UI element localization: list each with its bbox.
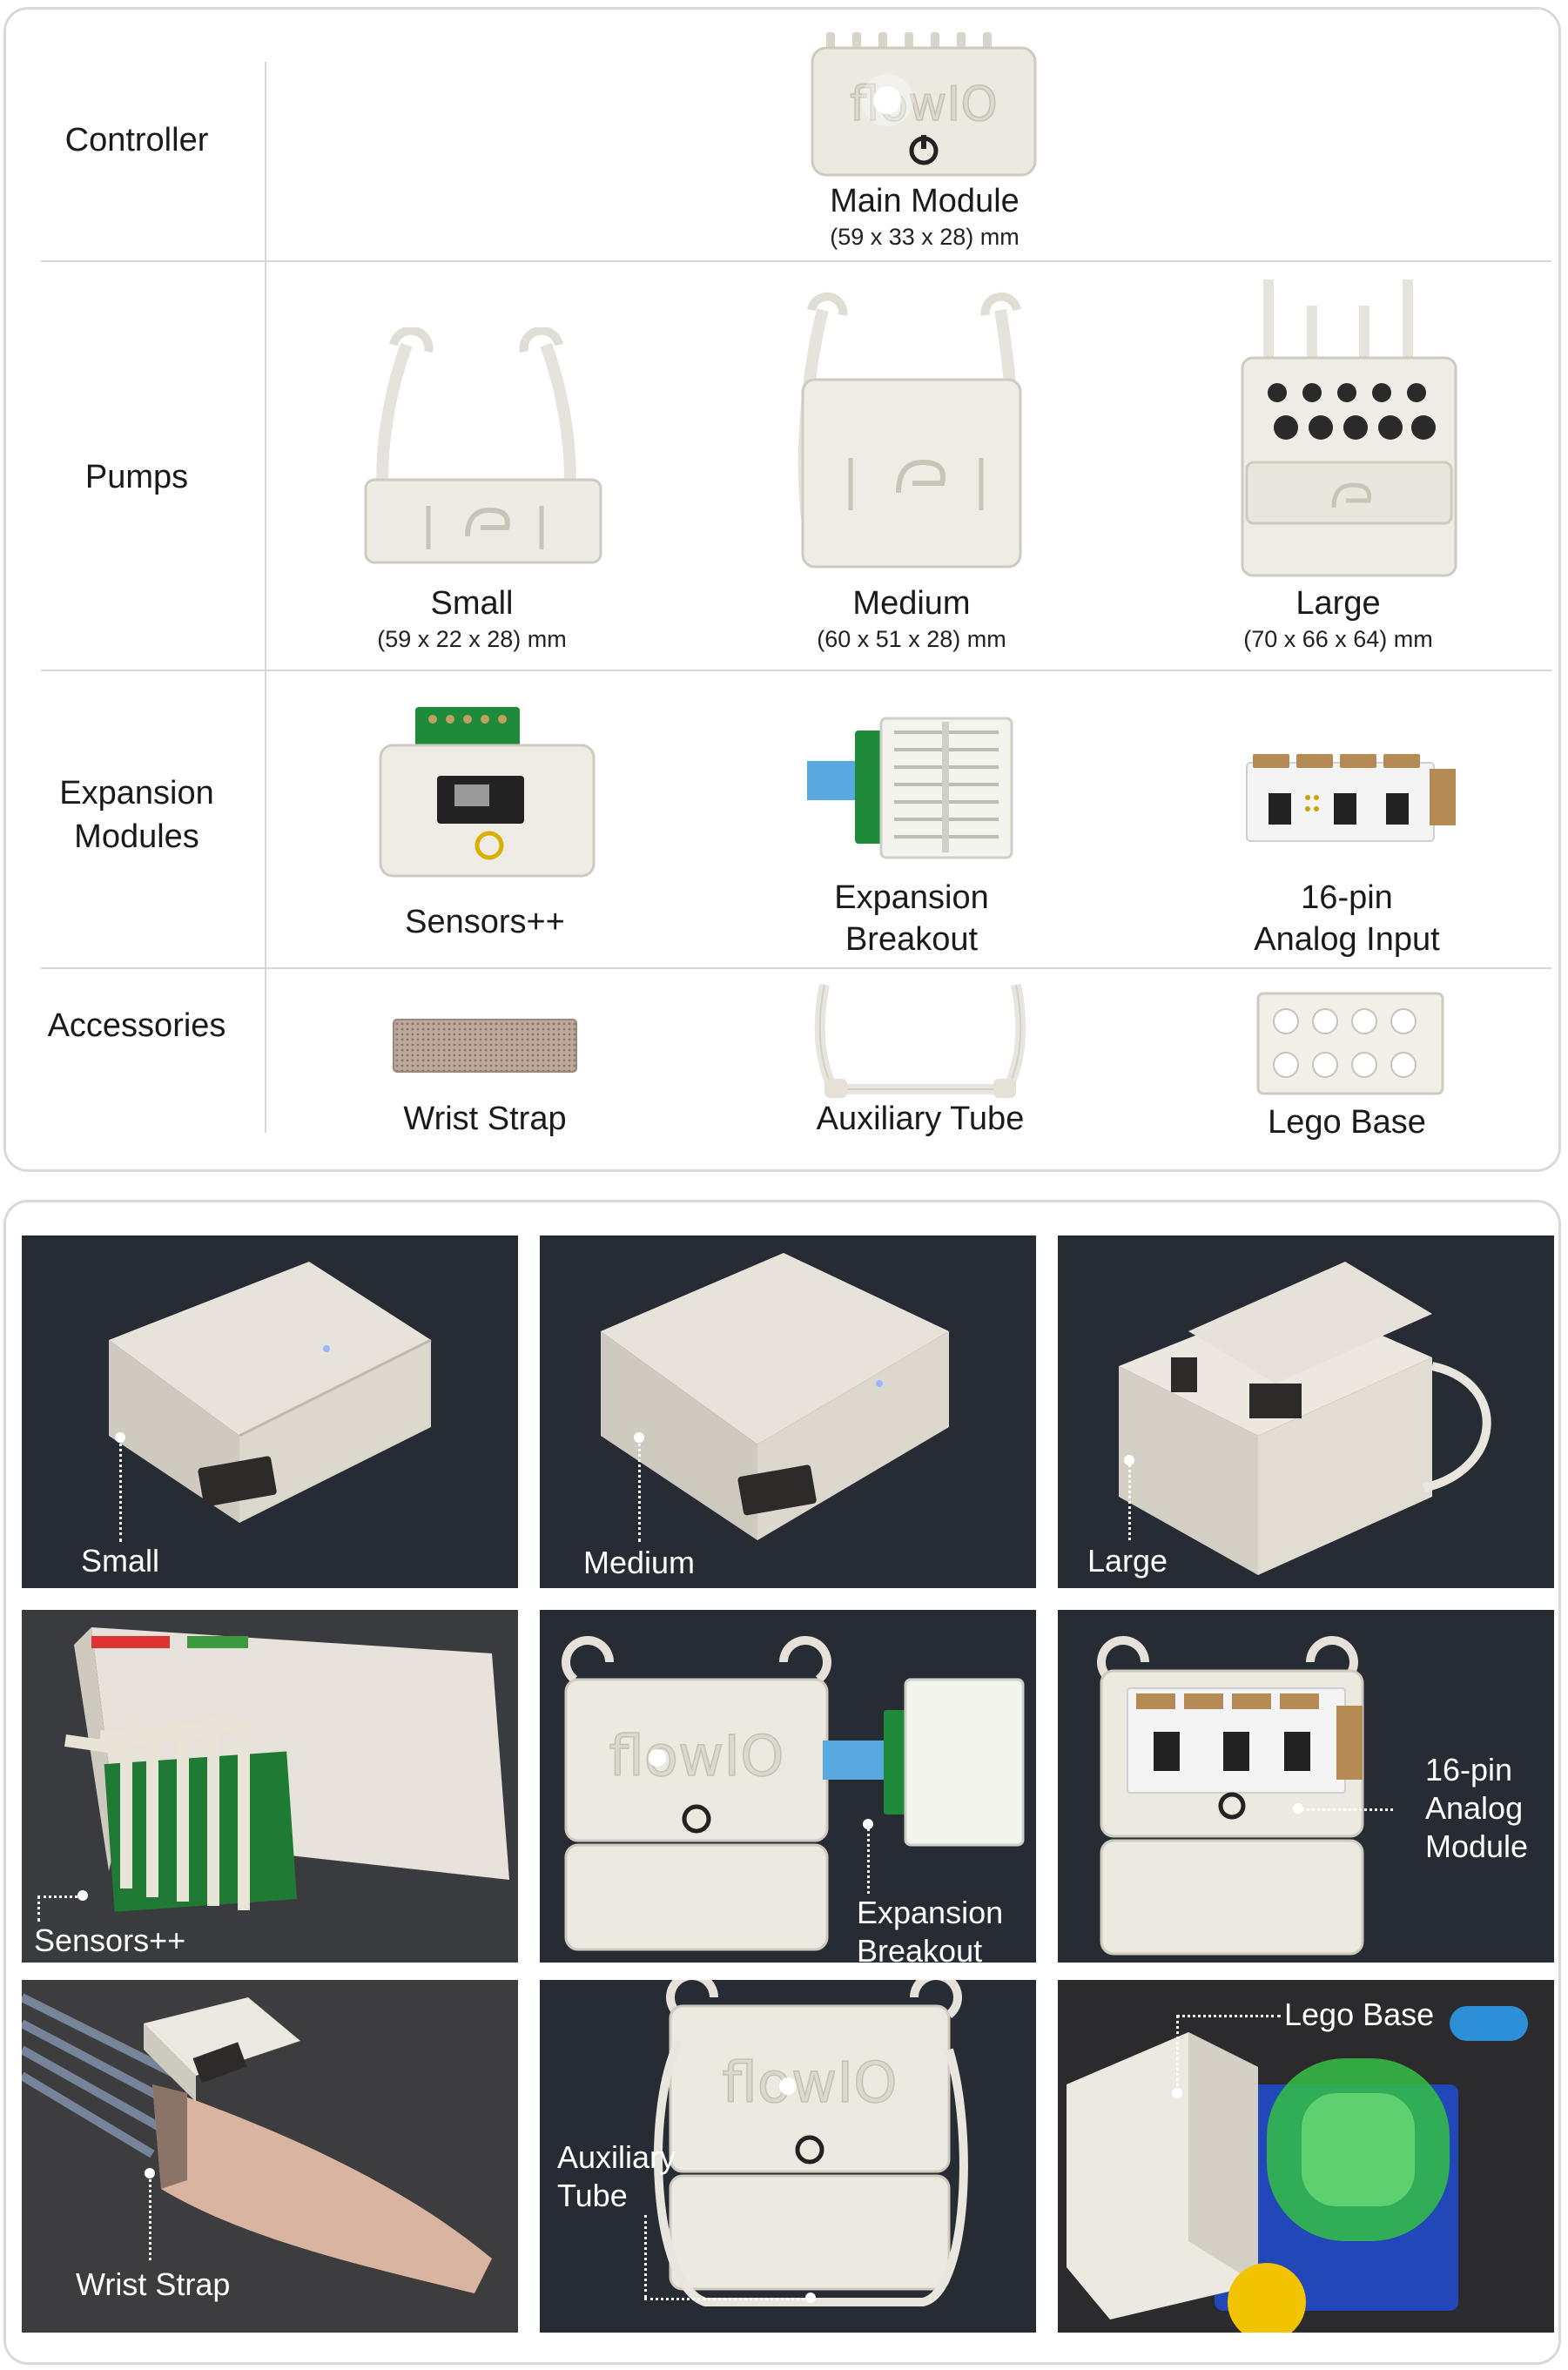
auxiliary-tube-item: Auxiliary Tube xyxy=(755,1098,1086,1140)
caption-dot xyxy=(863,1819,873,1829)
item-name: Lego Base xyxy=(1268,1104,1426,1141)
lego-base-image xyxy=(1256,992,1444,1095)
large-pump-image xyxy=(1241,279,1457,577)
sensors-module-image xyxy=(379,707,596,878)
row-divider xyxy=(41,670,1551,671)
caption-leader xyxy=(37,1895,83,1898)
analog-input-image xyxy=(1246,754,1456,842)
caption-leader xyxy=(638,1437,641,1542)
row-label-controller: Controller xyxy=(64,122,209,158)
row-divider xyxy=(41,967,1551,969)
caption-leader xyxy=(644,2298,810,2300)
item-name-line1: Expansion xyxy=(834,879,989,916)
item-name: Main Module xyxy=(830,183,1020,219)
large-pump-item: Large (70 x 66 x 64) mm xyxy=(1181,582,1495,654)
caption-expansion-breakout: Expansion Breakout xyxy=(857,1895,1004,1963)
photo-wrist-strap: Wrist Strap xyxy=(22,1980,518,2333)
item-name-line2: Breakout xyxy=(845,921,979,958)
medium-pump-item: Medium (60 x 51 x 28) mm xyxy=(755,582,1068,654)
caption-leader xyxy=(37,1895,40,1922)
item-name: Small xyxy=(430,585,514,622)
caption-dot xyxy=(145,2168,155,2178)
svg-text:flowIO: flowIO xyxy=(722,2051,897,2116)
caption-dot xyxy=(805,2293,816,2303)
svg-text:flowIO: flowIO xyxy=(609,1725,784,1789)
item-name: Medium xyxy=(852,585,971,622)
row-label-pumps: Pumps xyxy=(84,459,189,495)
caption-dot xyxy=(634,1432,644,1443)
caption-leader xyxy=(644,2215,647,2298)
item-name: Sensors++ xyxy=(405,904,565,940)
caption-dot xyxy=(77,1890,88,1901)
photo-sensors: Sensors++ xyxy=(22,1610,518,1963)
item-name: Auxiliary Tube xyxy=(816,1101,1025,1137)
caption-dot xyxy=(1124,1455,1134,1465)
item-name-line1: 16-pin xyxy=(1301,879,1393,916)
photo-expansion-breakout: flowIO Expansion Breakout xyxy=(540,1610,1036,1963)
caption-large: Large xyxy=(1087,1543,1168,1579)
caption-leader xyxy=(149,2173,151,2260)
main-module-image: flowIO xyxy=(811,32,1037,177)
component-table: Controller Pumps Expansion Modules Acces… xyxy=(3,7,1561,1172)
caption-dot xyxy=(1293,1803,1303,1814)
item-dims: (60 x 51 x 28) mm xyxy=(817,626,1006,652)
caption-sensors: Sensors++ xyxy=(34,1922,186,1958)
photo-auxiliary-tube: flowIO Auxiliary Tube xyxy=(540,1980,1036,2333)
sensors-item: Sensors++ xyxy=(337,901,633,943)
wrist-strap-item: Wrist Strap xyxy=(337,1098,633,1140)
caption-medium: Medium xyxy=(583,1545,696,1580)
expansion-breakout-image xyxy=(807,717,1013,859)
caption-analog-module: 16-pin Analog Module xyxy=(1425,1752,1529,1864)
caption-leader xyxy=(1128,1460,1131,1540)
caption-lego-base: Lego Base xyxy=(1284,1996,1435,2032)
photo-large-pump: Large xyxy=(1058,1235,1554,1588)
photo-medium-pump: Medium xyxy=(540,1235,1036,1588)
item-name: Large xyxy=(1295,585,1381,622)
caption-leader xyxy=(1176,2015,1179,2093)
caption-leader xyxy=(867,1824,870,1894)
auxiliary-tube-image xyxy=(814,983,1026,1098)
photo-grid: Small Medium Large xyxy=(3,1200,1561,2365)
item-dims: (59 x 22 x 28) mm xyxy=(377,626,567,652)
caption-leader xyxy=(1176,2015,1281,2017)
caption-leader xyxy=(119,1437,122,1542)
caption-wrist-strap: Wrist Strap xyxy=(76,2266,231,2302)
item-name-line2: Analog Input xyxy=(1254,921,1440,958)
expansion-breakout-item: Expansion Breakout xyxy=(755,877,1068,960)
main-module-item: Main Module (59 x 33 x 28) mm xyxy=(737,180,1112,252)
photo-lego-base: Lego Base xyxy=(1058,1980,1554,2333)
caption-dot xyxy=(115,1432,125,1443)
wrist-strap-image xyxy=(393,1019,577,1073)
analog-input-item: 16-pin Analog Input xyxy=(1190,877,1504,960)
column-divider xyxy=(265,62,266,1133)
medium-pump-image xyxy=(797,292,1022,569)
caption-small: Small xyxy=(81,1543,160,1579)
photo-analog-module: 16-pin Analog Module xyxy=(1058,1610,1554,1963)
item-dims: (59 x 33 x 28) mm xyxy=(830,224,1020,250)
item-dims: (70 x 66 x 64) mm xyxy=(1243,626,1433,652)
caption-leader xyxy=(1297,1808,1393,1811)
photo-small-pump: Small xyxy=(22,1235,518,1588)
caption-dot xyxy=(1172,2088,1182,2098)
row-label-expansion: Expansion Modules xyxy=(59,775,214,855)
lego-base-item: Lego Base xyxy=(1190,1101,1504,1143)
row-divider xyxy=(41,260,1551,262)
small-pump-image xyxy=(364,327,602,564)
row-label-accessories: Accessories xyxy=(47,1007,226,1044)
caption-auxiliary-tube: Auxiliary Tube xyxy=(557,2139,676,2213)
small-pump-item: Small (59 x 22 x 28) mm xyxy=(315,582,629,654)
item-name: Wrist Strap xyxy=(403,1101,567,1137)
